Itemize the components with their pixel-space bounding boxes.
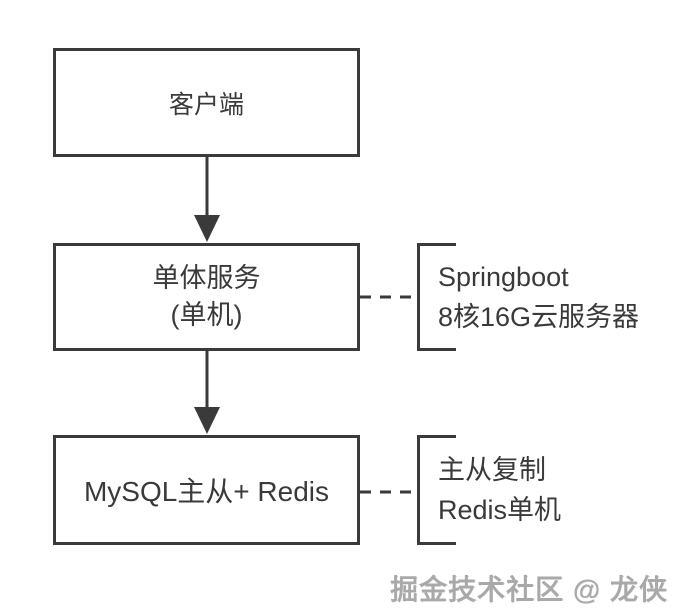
annotation-monolith: Springboot 8核16G云服务器: [438, 257, 678, 337]
node-monolith: 单体服务 (单机): [53, 243, 360, 351]
arrow-client-to-monolith-head: [194, 215, 220, 242]
annotation-storage-line1: 主从复制: [438, 455, 546, 485]
node-storage: MySQL主从+ Redis: [53, 435, 360, 545]
node-monolith-label-line1: 单体服务: [152, 263, 261, 293]
node-client-label: 客户端: [168, 90, 244, 119]
node-storage-label: MySQL主从+ Redis: [83, 476, 330, 507]
annotation-storage-line2: Redis单机: [438, 495, 562, 525]
node-client: 客户端: [53, 48, 360, 157]
annotation-storage: 主从复制 Redis单机: [438, 450, 678, 530]
node-monolith-label-line2: (单机): [170, 300, 243, 330]
annotation-monolith-line1: Springboot: [438, 262, 569, 292]
watermark: 掘金技术社区 @ 龙侠: [390, 574, 668, 605]
annotation-monolith-line2: 8核16G云服务器: [438, 302, 640, 332]
arrow-monolith-to-storage-head: [194, 407, 220, 434]
